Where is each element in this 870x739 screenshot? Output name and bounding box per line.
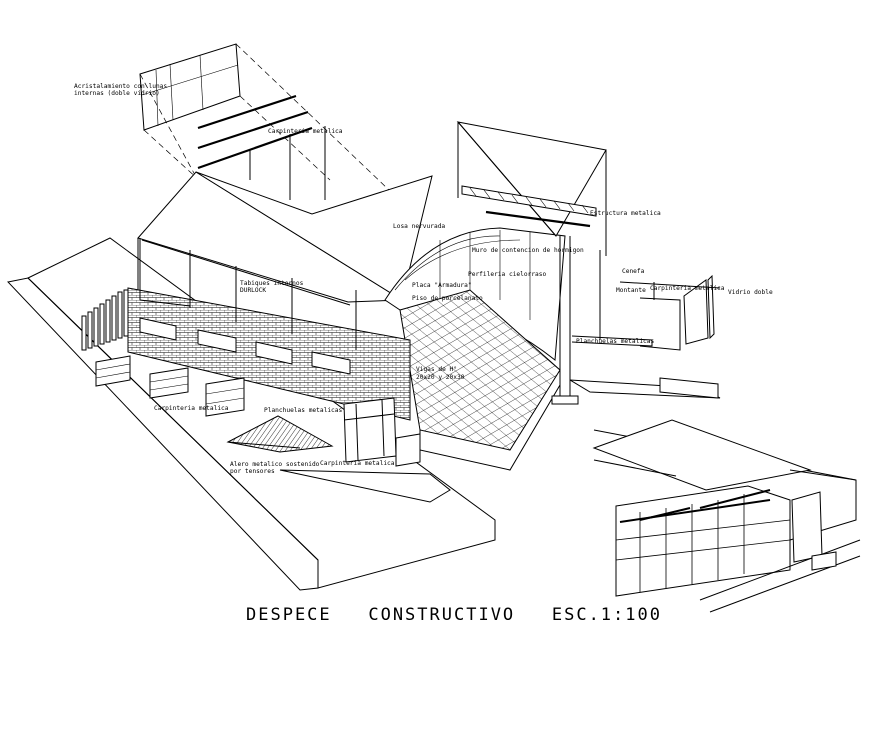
label-piso: Piso de porcelanato: [412, 295, 483, 302]
drawing-title: DESPECE CONSTRUCTIVO ESC.1:100: [246, 605, 662, 625]
label-vigas-1: Vigas de H°: [416, 365, 457, 373]
label-carpinteria-left: Carpinteria metalica: [154, 405, 229, 412]
label-tabiques-2: DURLOCK: [240, 287, 266, 294]
benches: [95, 355, 245, 417]
porcelain-floor: [399, 289, 561, 471]
label-losa: Losa nervurada: [393, 223, 445, 230]
label-vidrio: Vidrio doble: [728, 289, 773, 296]
label-planchuelas-left: Planchuelas metalicas: [264, 407, 343, 414]
label-carpinteria-top: Carpinteria metalica: [268, 128, 343, 135]
label-perfileria: Perfileria cielorraso: [468, 271, 547, 278]
glazing-panel-exploded: [139, 43, 411, 211]
annotation-labels: Acristalamiento con lunas internas (dobl…: [74, 83, 773, 475]
label-vigas-2: 20x20 y 20x30: [416, 374, 465, 381]
label-planchuelas-right: Planchuelas metalicas: [576, 338, 655, 345]
label-estructura: Estructura metalica: [590, 210, 661, 217]
label-montante: Montante: [616, 287, 646, 294]
label-acristalamiento-2: internas (doble vidrio): [74, 90, 160, 97]
label-placa: Placa "Armadura": [412, 282, 472, 289]
right-elements: [569, 274, 721, 399]
label-muro: Muro de contencion de hormigon: [472, 247, 584, 254]
steel-truss-structure: [456, 121, 607, 405]
entrance-frame: [279, 397, 451, 503]
interior-partitions: [139, 238, 357, 350]
label-carpinteria-bottom: Carpinteria metalica: [320, 460, 395, 467]
metal-canopy: [226, 415, 334, 453]
label-alero-2: por tensores: [230, 468, 275, 475]
label-cenefa: Cenefa: [622, 268, 645, 275]
detail-view: [592, 419, 861, 613]
label-carpinteria-right: Carpinteria metalica: [650, 285, 725, 292]
label-acristalamiento-1: Acristalamiento con lunas: [74, 83, 167, 90]
label-tabiques-1: Tabiques internos: [240, 280, 304, 287]
label-alero-1: Alero metalico sostenido: [230, 461, 320, 468]
metal-carpentry-top: [197, 94, 326, 200]
left-columns: [81, 289, 129, 351]
